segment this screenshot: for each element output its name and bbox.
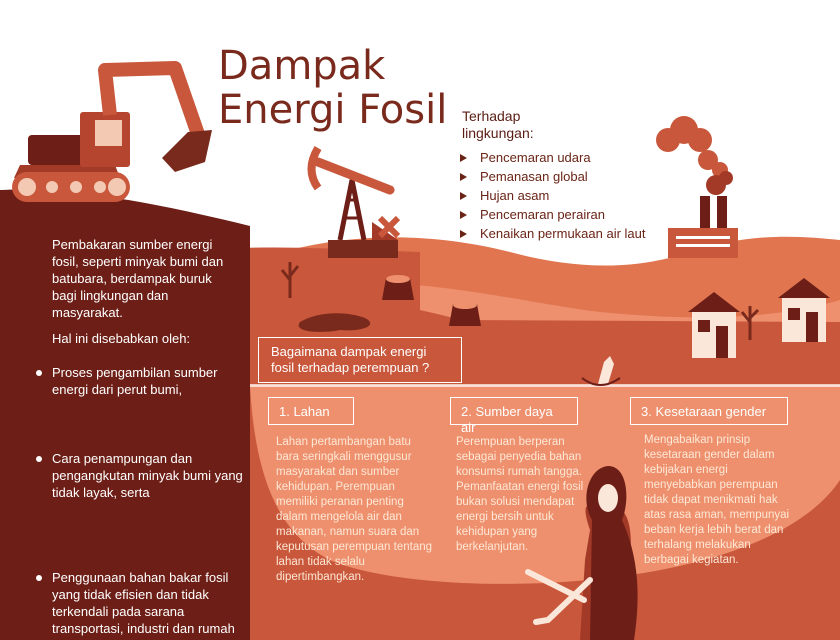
section-heading-land: 1. Lahan: [268, 397, 354, 425]
factory-icon: [656, 116, 738, 258]
bullet-dot-icon: [36, 456, 42, 462]
cause-text: Penggunaan bahan bakar fosil yang tidak …: [52, 570, 235, 640]
bare-tree-icon: [280, 262, 760, 340]
oil-puddle: [298, 313, 371, 332]
intro-text: Pembakaran sumber energi fosil, seperti …: [52, 237, 224, 320]
bullet-arrow-icon: [460, 230, 467, 238]
bullet-dot-icon: [36, 370, 42, 376]
section-heading-text: 1. Lahan: [279, 404, 330, 419]
excavator-icon: [12, 61, 212, 202]
cause-item-2: Cara penampungan dan pengangkutan minyak…: [34, 450, 250, 501]
section-text-water: Perempuan berperan sebagai penyedia baha…: [456, 436, 584, 553]
title-line-1: Dampak: [218, 43, 386, 89]
drowning-hand-icon: [581, 356, 621, 386]
women-question-box: Bagaimana dampak energi fosil terhadap p…: [258, 337, 462, 383]
list-item-text: Pencemaran udara: [480, 150, 591, 165]
environment-impact-list: Pencemaran udara Pemanasan global Hujan …: [460, 148, 660, 243]
section-text-gender: Mengabaikan prinsip kesetaraan gender da…: [644, 434, 790, 566]
bullet-arrow-icon: [460, 192, 467, 200]
section-text-land: Lahan pertambangan batu bara seringkali …: [276, 436, 433, 583]
list-item: Pencemaran udara: [460, 148, 660, 167]
bullet-arrow-icon: [460, 154, 467, 162]
oil-pump-icon: [307, 145, 401, 258]
bullet-arrow-icon: [460, 173, 467, 181]
woman-figure-icon: [525, 466, 638, 640]
list-item: Kenaikan permukaan air laut: [460, 224, 660, 243]
list-item: Hujan asam: [460, 186, 660, 205]
water-hole: [250, 385, 840, 584]
section-heading-gender: 3. Kesetaraan gender: [630, 397, 788, 425]
section-heading-text: 3. Kesetaraan gender: [641, 404, 767, 419]
bullet-dot-icon: [36, 575, 42, 581]
environment-heading-line-1: Terhadap: [462, 108, 521, 124]
section-heading-text: 2. Sumber daya air: [461, 404, 553, 435]
list-item-text: Pemanasan global: [480, 169, 588, 184]
house-icon: [688, 278, 830, 358]
bullet-arrow-icon: [460, 211, 467, 219]
page-title: Dampak Energi Fosil: [218, 44, 458, 132]
tree-stump-icon: [382, 275, 481, 326]
cause-heading: Hal ini disebabkan oleh:: [52, 331, 191, 346]
title-line-2: Energi Fosil: [218, 87, 448, 133]
list-item: Pencemaran perairan: [460, 205, 660, 224]
environment-heading: Terhadap lingkungan:: [462, 108, 612, 142]
list-item-text: Kenaikan permukaan air laut: [480, 226, 646, 241]
environment-heading-line-2: lingkungan:: [462, 125, 534, 141]
list-item-text: Pencemaran perairan: [480, 207, 606, 222]
water-surface: [250, 384, 840, 387]
list-item-text: Hujan asam: [480, 188, 550, 203]
list-item: Pemanasan global: [460, 167, 660, 186]
section-heading-water: 2. Sumber daya air: [450, 397, 578, 435]
left-dark-panel: [0, 189, 250, 640]
women-question: Bagaimana dampak energi fosil terhadap p…: [271, 344, 430, 375]
cause-item-1: Proses pengambilan sumber energi dari pe…: [34, 364, 250, 398]
cause-text: Cara penampungan dan pengangkutan minyak…: [52, 451, 243, 500]
cause-text: Proses pengambilan sumber energi dari pe…: [52, 365, 218, 397]
cause-item-3: Penggunaan bahan bakar fosil yang tidak …: [34, 569, 250, 640]
